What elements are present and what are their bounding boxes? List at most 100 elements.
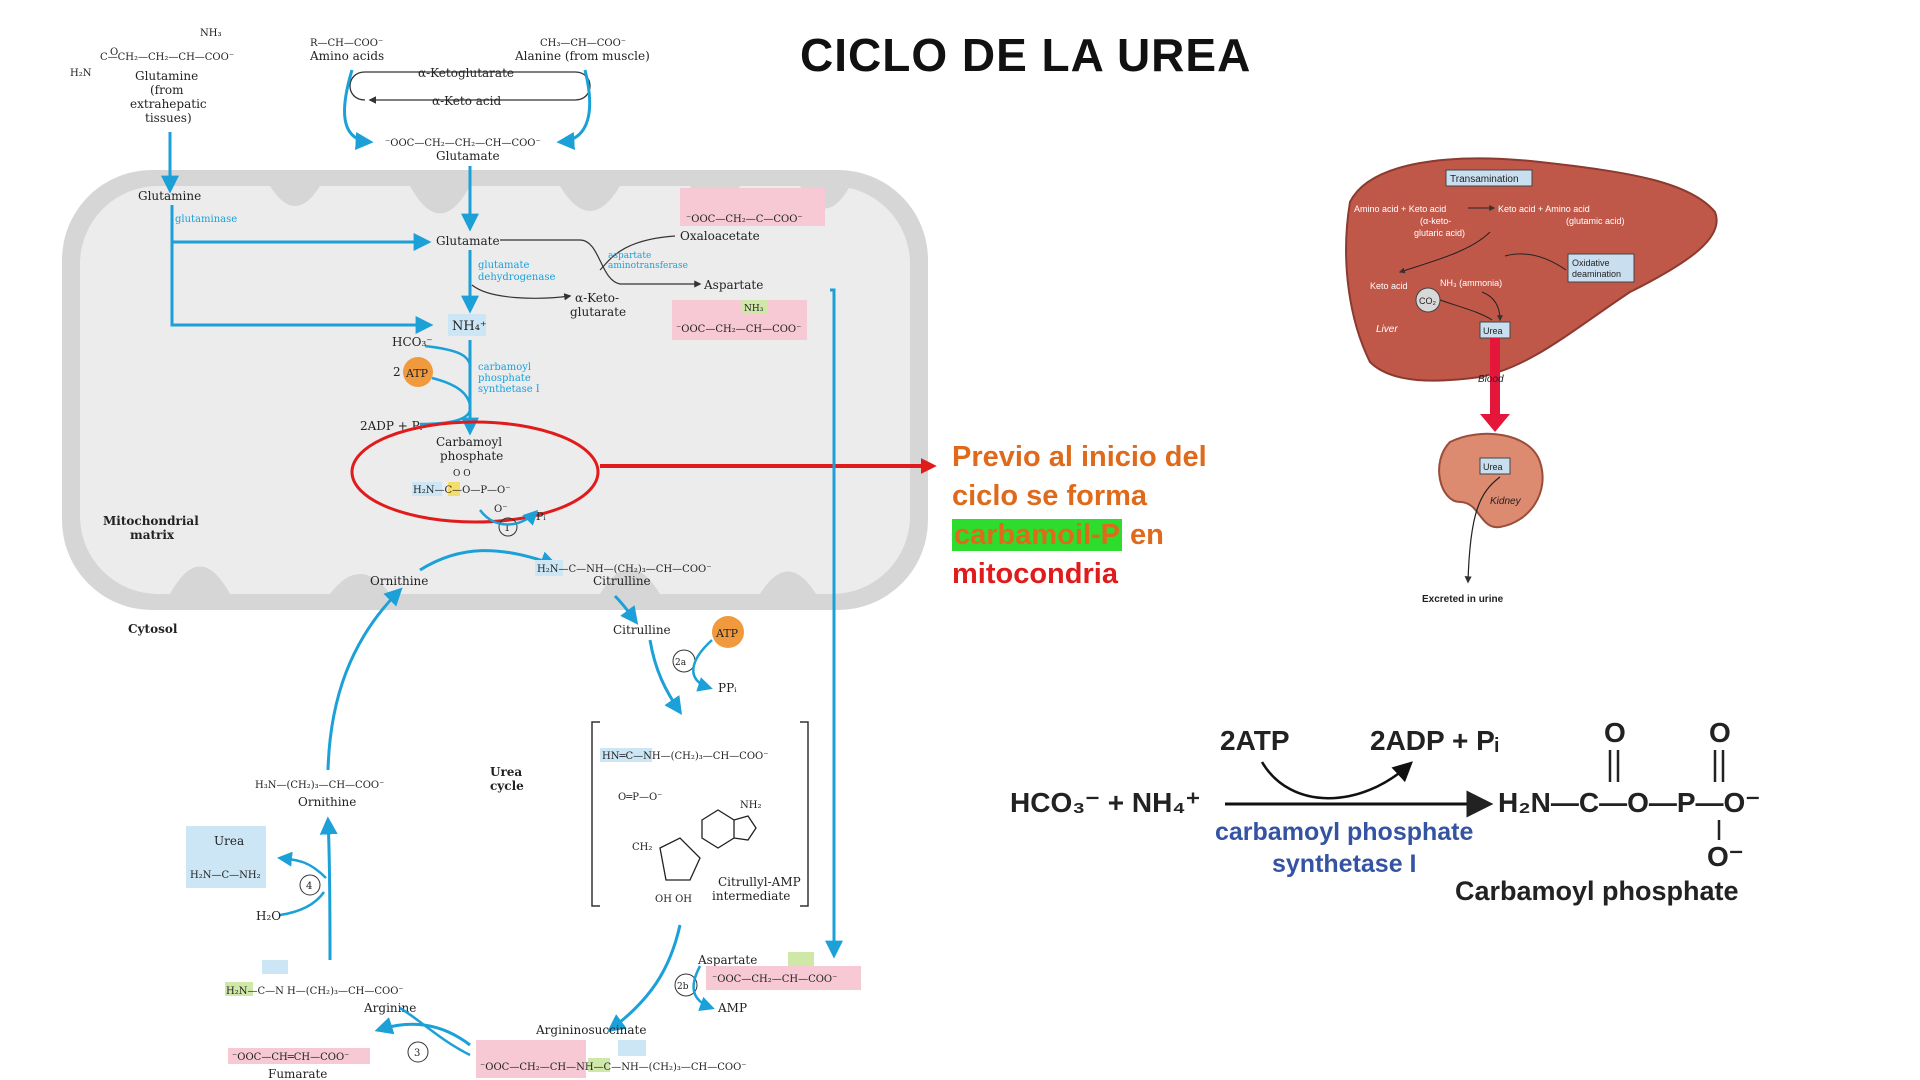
liver-shape — [1345, 157, 1718, 382]
reaction-enzyme: carbamoyl phosphate — [1215, 818, 1473, 846]
svg-text:Urea: Urea — [1483, 462, 1503, 472]
carbamoyl-label: Carbamoyl — [436, 435, 502, 449]
svg-text:Keto acid: Keto acid — [1370, 281, 1408, 291]
svg-text:R—CH—COO⁻: R—CH—COO⁻ — [310, 38, 383, 49]
aspartate-mito-label: Aspartate — [703, 278, 763, 292]
reaction-product: Carbamoyl phosphate — [1455, 876, 1739, 906]
svg-text:α-Keto-: α-Keto- — [575, 291, 619, 305]
svg-text:H₂N—C—NH—(CH₂)₃—CH—COO⁻: H₂N—C—NH—(CH₂)₃—CH—COO⁻ — [537, 564, 712, 575]
svg-text:extrahepatic: extrahepatic — [130, 97, 207, 111]
svg-text:O⁻: O⁻ — [1707, 841, 1744, 872]
svg-text:NH₃: NH₃ — [200, 28, 221, 39]
liver-label: Liver — [1376, 324, 1398, 335]
svg-text:NH₃: NH₃ — [744, 304, 764, 314]
explanatory-note: Previo al inicio del ciclo se forma carb… — [952, 441, 1207, 590]
carbamoyl-highlight-ellipse — [350, 420, 600, 524]
svg-text:Pᵢ: Pᵢ — [536, 510, 546, 523]
svg-text:Keto acid + Amino acid: Keto acid + Amino acid — [1498, 204, 1590, 214]
svg-text:C—CH₂—CH₂—CH—COO⁻: C—CH₂—CH₂—CH—COO⁻ — [100, 52, 234, 63]
cytosol-label: Cytosol — [128, 622, 178, 636]
svg-text:⁻OOC—CH₂—CH₂—CH—COO⁻: ⁻OOC—CH₂—CH₂—CH—COO⁻ — [385, 138, 541, 149]
svg-text:2: 2 — [393, 365, 401, 379]
svg-text:carbamoyl: carbamoyl — [478, 362, 531, 373]
kidney-label: Kidney — [1490, 496, 1522, 507]
svg-text:3: 3 — [414, 1048, 420, 1059]
svg-text:1: 1 — [504, 523, 510, 534]
glutamate-top-label: Glutamate — [436, 149, 500, 163]
svg-text:H₂N—C—NH₂: H₂N—C—NH₂ — [190, 870, 261, 881]
svg-text:(from: (from — [150, 83, 184, 97]
oxaloacetate-label: Oxaloacetate — [680, 229, 760, 243]
nh4-label: NH₄⁺ — [452, 319, 487, 334]
atp-cyto-label: ATP — [715, 627, 739, 640]
svg-text:⁻OOC—CH₂—CH—COO⁻: ⁻OOC—CH₂—CH—COO⁻ — [712, 974, 837, 985]
svg-text:CO₂: CO₂ — [1419, 296, 1437, 306]
aspartate-cyto-label: Aspartate — [697, 953, 757, 967]
svg-text:NH₂: NH₂ — [740, 800, 761, 811]
fumarate-label: Fumarate — [268, 1067, 327, 1080]
svg-text:CH₃—CH—COO⁻: CH₃—CH—COO⁻ — [540, 38, 626, 49]
svg-text:Amino acid + Keto acid: Amino acid + Keto acid — [1354, 204, 1446, 214]
svg-text:tissues): tissues) — [145, 111, 192, 125]
svg-text:NH₃ (ammonia): NH₃ (ammonia) — [1440, 278, 1502, 288]
svg-text:OH OH: OH OH — [655, 894, 692, 905]
svg-text:H₂N—C—O—P—O⁻: H₂N—C—O—P—O⁻ — [413, 485, 511, 496]
mito-matrix-label: Mitochondrial — [103, 514, 199, 528]
svg-text:Oxidative: Oxidative — [1572, 258, 1610, 268]
svg-text:O⁻: O⁻ — [494, 504, 507, 515]
arginine-label: Arginine — [363, 1001, 416, 1015]
svg-text:H₃N—(CH₂)₃—CH—COO⁻: H₃N—(CH₂)₃—CH—COO⁻ — [255, 780, 384, 791]
svg-text:synthetase I: synthetase I — [1272, 850, 1417, 878]
carbamoyl-phosphate-structure: H₂N—C—O—P—O⁻ O O O⁻ — [1498, 717, 1760, 872]
svg-text:glutamate: glutamate — [478, 260, 529, 271]
ornithine-cyto-label: Ornithine — [298, 795, 356, 809]
slide-title: CICLO DE LA UREA — [800, 29, 1252, 81]
svg-text:intermediate: intermediate — [712, 889, 790, 903]
reaction-atp: 2ATP — [1220, 725, 1290, 756]
svg-text:dehydrogenase: dehydrogenase — [478, 272, 555, 283]
svg-text:phosphate: phosphate — [440, 449, 503, 463]
svg-text:O O: O O — [453, 469, 471, 479]
a-keto-acid-label: α-Keto acid — [432, 94, 501, 108]
svg-text:O: O — [1604, 717, 1626, 748]
cps1-reaction: 2ATP 2ADP + Pᵢ HCO₃⁻ + NH₄⁺ carbamoyl ph… — [1010, 717, 1760, 906]
svg-text:⁻OOC—CH═CH—COO⁻: ⁻OOC—CH═CH—COO⁻ — [232, 1052, 349, 1063]
svg-text:O═P—O⁻: O═P—O⁻ — [618, 792, 662, 803]
svg-text:Urea: Urea — [1483, 326, 1503, 336]
amino-acids-label: Amino acids — [309, 49, 384, 63]
hco3-label: HCO₃⁻ — [392, 335, 433, 349]
svg-text:4: 4 — [306, 881, 312, 892]
atp-mito-label: ATP — [405, 367, 429, 380]
argininosuccinate-label: Argininosuccinate — [535, 1023, 646, 1037]
svg-text:deamination: deamination — [1572, 269, 1621, 279]
svg-text:H₂N—C—O—P—O⁻: H₂N—C—O—P—O⁻ — [1498, 787, 1760, 818]
a-ketoglutarate-label: α-Ketoglutarate — [418, 66, 514, 80]
svg-text:glutaric acid): glutaric acid) — [1414, 228, 1465, 238]
svg-text:2a: 2a — [675, 658, 687, 668]
svg-text:2b: 2b — [677, 982, 689, 992]
svg-text:PPᵢ: PPᵢ — [718, 681, 737, 695]
svg-text:⁻OOC—CH₂—C—COO⁻: ⁻OOC—CH₂—C—COO⁻ — [686, 214, 803, 225]
svg-text:H₂O: H₂O — [256, 909, 281, 923]
transamination-label: Transamination — [1450, 174, 1519, 185]
amp-label: AMP — [717, 1001, 747, 1015]
reaction-reactants: HCO₃⁻ + NH₄⁺ — [1010, 787, 1200, 818]
glutaminase-label: glutaminase — [175, 214, 237, 225]
svg-text:aspartate: aspartate — [608, 251, 651, 261]
svg-text:CH₂: CH₂ — [632, 842, 652, 853]
citrulline-cyto-label: Citrulline — [613, 623, 671, 637]
svg-text:O: O — [1709, 717, 1731, 748]
excreted-label: Excreted in urine — [1422, 594, 1504, 605]
svg-text:(glutamic acid): (glutamic acid) — [1566, 216, 1625, 226]
svg-text:H₂N—C—N H—(CH₂)₃—CH—COO⁻: H₂N—C—N H—(CH₂)₃—CH—COO⁻ — [226, 986, 404, 997]
svg-text:H₂N: H₂N — [70, 68, 92, 79]
ornithine-mito-label: Ornithine — [370, 574, 428, 588]
carbamoil-p-highlight: carbamoil-P — [952, 519, 1122, 551]
svg-text:phosphate: phosphate — [478, 373, 531, 384]
svg-text:synthetase I: synthetase I — [478, 384, 540, 395]
reaction-adp: 2ADP + Pᵢ — [1370, 725, 1499, 756]
glutamate-mito-label: Glutamate — [436, 234, 500, 248]
svg-text:matrix: matrix — [130, 528, 175, 542]
glutamine-source: O C—CH₂—CH₂—CH—COO⁻ H₂N NH₃ Glutamine (f… — [70, 28, 234, 125]
